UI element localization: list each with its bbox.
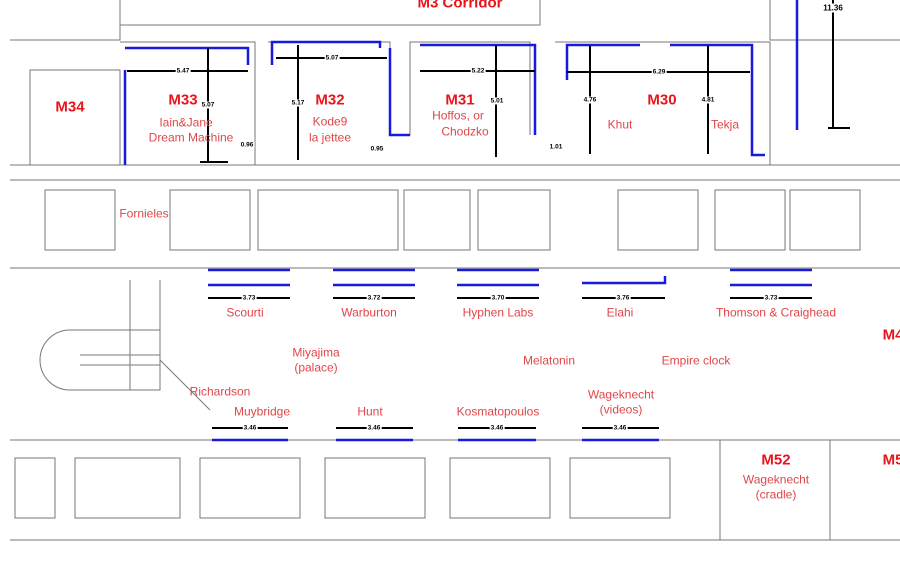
artist-label: Warburton <box>341 305 397 320</box>
artist-label: Hoffos, or <box>432 108 484 123</box>
dimension-label: 5.22 <box>470 67 486 75</box>
dimension-label: 3.72 <box>366 294 382 302</box>
room-label-m3-corridor: M3 Corridor <box>417 0 503 12</box>
artist-label: Thomson & Craighead <box>715 305 837 320</box>
artist-label: Muybridge <box>233 404 291 419</box>
dimension-label: 1.01 <box>548 143 564 151</box>
room-label-m5: M5 <box>882 451 900 469</box>
dimension-label: 4.76 <box>582 96 598 104</box>
dimension-label: 3.70 <box>490 294 506 302</box>
artist-label: Melatonin <box>522 353 576 368</box>
artist-label: Kosmatopoulos <box>456 404 540 419</box>
artist-label: Miyajima <box>292 345 340 360</box>
artist-label: Dream Machine <box>148 130 234 145</box>
artist-label: Scourti <box>226 305 264 320</box>
dimension-label: 3.46 <box>612 424 628 432</box>
dimension-label: 3.73 <box>763 294 779 302</box>
artist-label: (palace) <box>294 360 338 375</box>
dimension-label: 0.95 <box>369 145 385 153</box>
dimension-label: 3.46 <box>242 424 258 432</box>
room-label-m33: M33 <box>168 91 198 109</box>
dimension-label: 3.46 <box>489 424 505 432</box>
artist-label: la jettee <box>308 130 352 145</box>
artist-label: Hunt <box>357 404 383 419</box>
dimension-label: 5.01 <box>489 97 505 105</box>
room-label-m32: M32 <box>315 91 345 109</box>
room-label-m31: M31 <box>445 91 475 109</box>
artist-label: Empire clock <box>661 353 731 368</box>
dimension-label: 3.76 <box>615 294 631 302</box>
room-label-m30: M30 <box>647 91 677 109</box>
dimension-label: 6.29 <box>651 68 667 76</box>
dimension-label-right-height: 11.36 <box>822 3 844 13</box>
artist-label: (videos) <box>599 402 643 417</box>
dimension-label: 3.46 <box>366 424 382 432</box>
room-label-m4: M4 <box>882 326 900 344</box>
artist-label: Khut <box>607 117 633 132</box>
dimension-label: 5.17 <box>290 99 306 107</box>
artist-label: Richardson <box>189 384 251 399</box>
artist-label: Wageknecht <box>587 387 655 402</box>
room-label-m52: M52 <box>761 451 791 469</box>
artist-label: Wageknecht <box>742 472 810 487</box>
artist-label: Fornieles <box>119 206 169 221</box>
dimension-label: 5.07 <box>200 101 216 109</box>
dimension-label: 0.96 <box>239 141 255 149</box>
artist-label: Iain&Jane <box>159 115 213 130</box>
artist-label: (cradle) <box>755 487 797 502</box>
artist-label: Tekja <box>710 117 740 132</box>
artist-label: Kode9 <box>312 114 348 129</box>
dimension-label: 5.07 <box>324 54 340 62</box>
dimension-label: 4.81 <box>700 96 716 104</box>
dimension-label: 3.73 <box>241 294 257 302</box>
artist-label: Chodzko <box>441 124 489 139</box>
artist-label: Elahi <box>606 305 634 320</box>
room-label-m34: M34 <box>55 98 85 116</box>
artist-label: Hyphen Labs <box>462 305 534 320</box>
dimension-label: 5.47 <box>175 67 191 75</box>
